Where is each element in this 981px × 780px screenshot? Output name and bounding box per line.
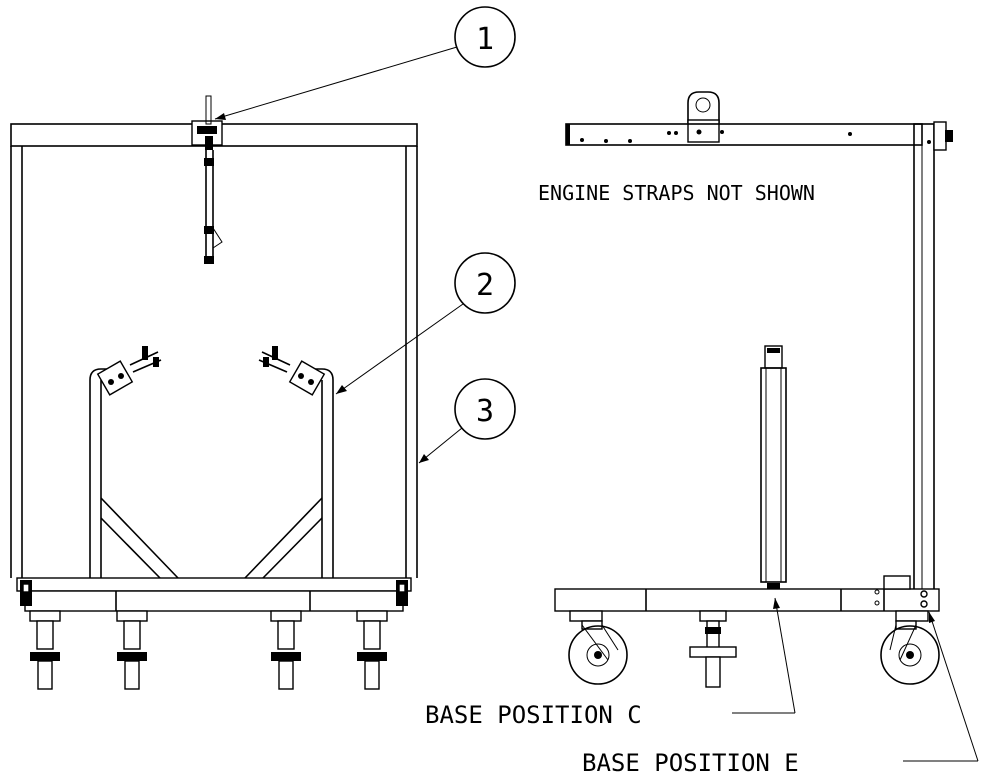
leader-base-position-c: BASE POSITION C: [425, 597, 796, 729]
leader-base-position-e: BASE POSITION E: [582, 611, 979, 777]
center-post: [751, 345, 795, 605]
callout-2-circle: [454, 252, 516, 314]
right-engine-mount: [258, 346, 326, 396]
side-caster-center: [689, 610, 737, 688]
note-engine-straps: ENGINE STRAPS NOT SHOWN: [538, 181, 815, 205]
lifting-lug: [687, 91, 720, 143]
callout-2-number: 2: [476, 268, 494, 303]
side-base: [554, 575, 940, 612]
callout-3: 3: [418, 378, 516, 464]
cradle-frame: [89, 346, 334, 579]
side-caster-left: [568, 610, 628, 685]
callout-2: 2: [335, 252, 516, 395]
callout-3-circle: [454, 378, 516, 440]
label-base-position-e: BASE POSITION E: [582, 749, 799, 777]
side-view: ENGINE STRAPS NOT SHOWN: [425, 91, 979, 777]
side-caster-right: [880, 610, 940, 685]
callout-1-circle: [454, 6, 516, 68]
side-top-beam: [565, 123, 923, 146]
front-base: [16, 577, 412, 612]
callout-1: 1: [214, 6, 516, 120]
label-base-position-c: BASE POSITION C: [425, 701, 642, 729]
strap-assembly: [191, 95, 223, 264]
callout-3-number: 3: [476, 394, 494, 429]
left-engine-mount: [96, 346, 162, 396]
side-upright: [913, 123, 935, 591]
callout-1-number: 1: [476, 22, 494, 57]
front-casters: [29, 610, 388, 690]
front-view: [10, 95, 418, 690]
